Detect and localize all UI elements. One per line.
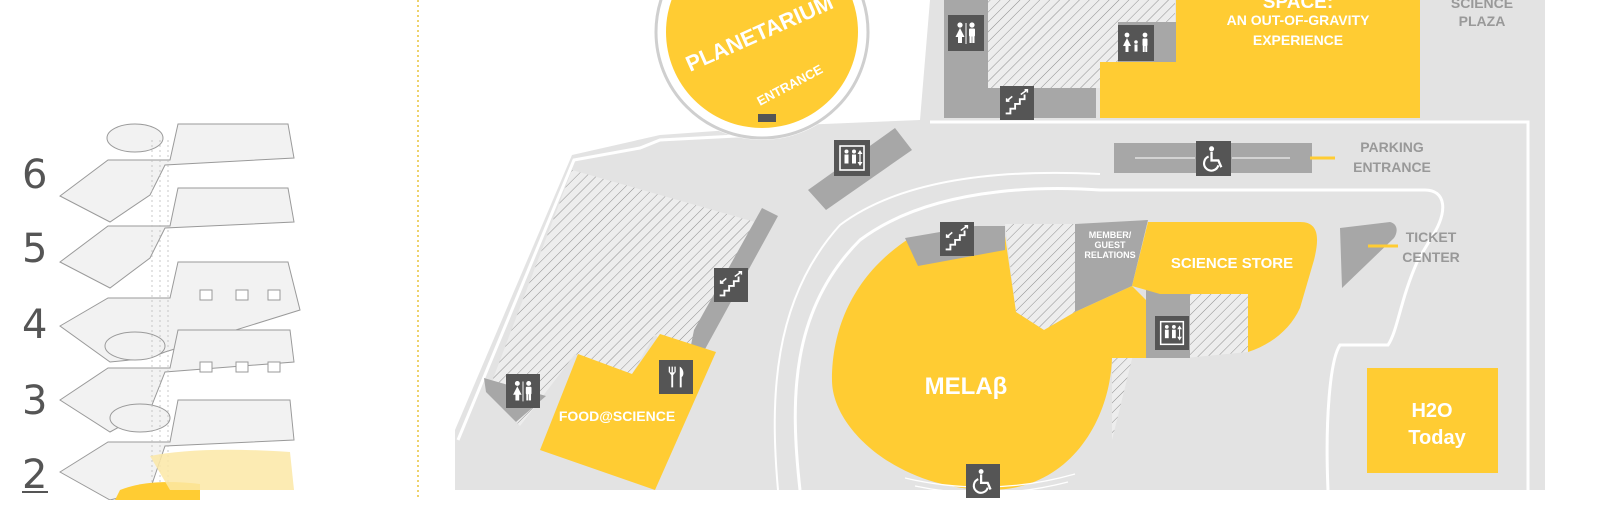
restroom-icon	[506, 374, 540, 408]
floor-4-label: 4	[22, 302, 47, 348]
space-subtitle-line1: AN OUT-OF-GRAVITY	[1227, 12, 1371, 28]
food-label: FOOD@SCIENCE	[559, 408, 675, 424]
dining-icon	[659, 360, 693, 394]
elevator-icon	[1155, 316, 1189, 350]
parking-label-line2: ENTRANCE	[1353, 159, 1431, 175]
ticket-label-line2: CENTER	[1402, 249, 1460, 265]
family-restroom-icon	[1118, 25, 1154, 61]
floor-3-label: 3	[22, 378, 47, 424]
member-label-line1: MEMBER/	[1089, 230, 1132, 240]
science-plaza-line2: PLAZA	[1459, 13, 1506, 29]
melab-label: MELAβ	[925, 373, 1008, 400]
planetarium[interactable]: PLANETARIUM ENTRANCE	[654, 0, 870, 140]
member-relations[interactable]	[1075, 220, 1148, 312]
h2o-label-line1: H2O	[1411, 400, 1452, 422]
ticket-label-line1: TICKET	[1406, 229, 1457, 245]
parking-entrance[interactable]: PARKING ENTRANCE	[1114, 139, 1431, 176]
restroom-icon	[948, 15, 984, 51]
floor-stack: 6 5 4 3 2	[22, 123, 301, 501]
map-area: PLANETARIUM ENTRANCE SPACE: AN OUT-OF-GR…	[455, 0, 1545, 498]
h2o-label-line2: Today	[1408, 427, 1466, 449]
accessible-icon	[1196, 141, 1231, 176]
floor-2-label: 2	[22, 452, 47, 498]
floor-6-label: 6	[22, 152, 47, 198]
service-area	[1005, 224, 1075, 330]
food-at-science[interactable]: FOOD@SCIENCE	[540, 334, 716, 490]
science-plaza-line1: SCIENCE	[1451, 0, 1513, 11]
parking-label-line1: PARKING	[1360, 139, 1424, 155]
science-store-label: SCIENCE STORE	[1171, 255, 1293, 272]
stairs-icon	[940, 222, 974, 256]
ticket-center[interactable]: TICKET CENTER	[1340, 222, 1460, 288]
accessible-icon	[966, 464, 1000, 498]
elevator-icon	[834, 140, 870, 176]
floor-5-label: 5	[22, 226, 47, 272]
member-label-line2: GUEST	[1094, 240, 1126, 250]
space-exhibit[interactable]: SPACE: AN OUT-OF-GRAVITY EXPERIENCE	[1100, 0, 1420, 118]
science-store[interactable]: SCIENCE STORE	[1132, 222, 1318, 352]
member-label-line3: RELATIONS	[1084, 250, 1135, 260]
space-title: SPACE:	[1263, 0, 1333, 13]
space-subtitle-line2: EXPERIENCE	[1253, 32, 1343, 48]
melab-exhibit[interactable]: MELAβ	[832, 222, 1146, 498]
h2o-today-exhibit[interactable]: H2O Today	[1367, 368, 1498, 473]
stairs-icon	[714, 268, 748, 302]
stairs-icon	[1000, 86, 1034, 120]
